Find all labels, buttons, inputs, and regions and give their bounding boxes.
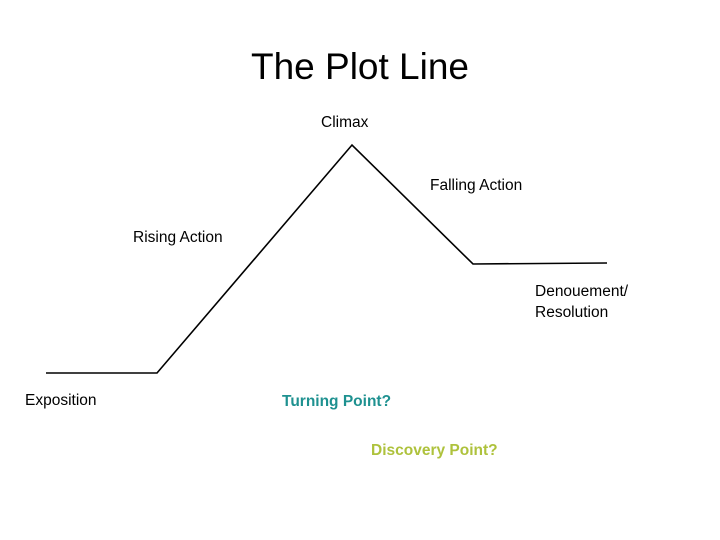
label-climax: Climax (321, 114, 369, 131)
label-falling-action: Falling Action (430, 177, 523, 194)
label-denouement-line1: Denouement/ (535, 283, 629, 300)
label-denouement-line2: Resolution (535, 304, 609, 321)
label-discovery-point: Discovery Point? (371, 442, 498, 459)
label-turning-point: Turning Point? (282, 393, 392, 410)
page-title: The Plot Line (250, 46, 470, 87)
label-exposition: Exposition (25, 392, 97, 409)
plot-line-path (46, 143, 608, 374)
label-rising-action: Rising Action (133, 229, 223, 246)
label-denouement-resolution: Denouement/ Resolution (535, 281, 675, 323)
